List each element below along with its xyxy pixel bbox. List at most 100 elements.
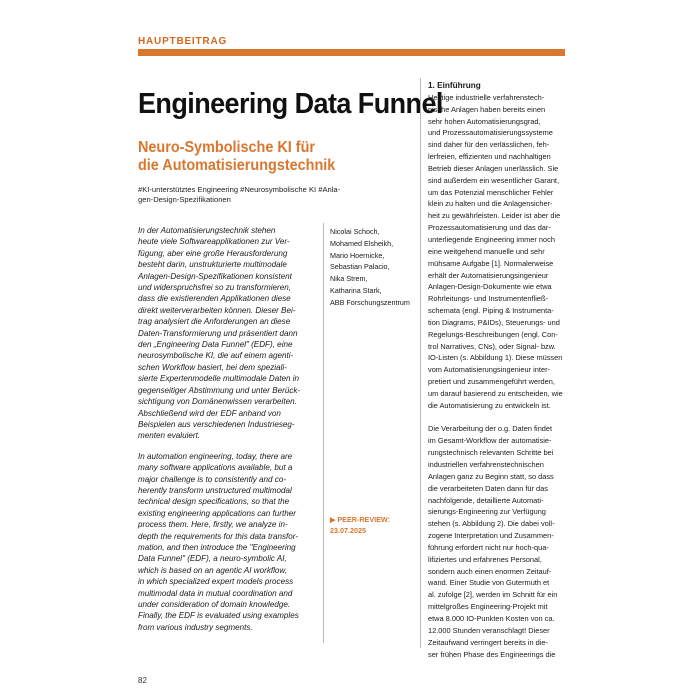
peer-review-label: PEER-REVIEW: — [337, 515, 390, 524]
body-column: 1. Einführung Heutige industrielle verfa… — [428, 80, 568, 660]
abstract-line: fügung, aber eine große Herausforderung — [138, 248, 288, 258]
body-line: etwa 8.000 IO-Punkten Kosten von ca. — [428, 613, 555, 623]
abstract-line: which is based on an agentic AI workflow… — [138, 565, 288, 575]
author-divider — [323, 223, 324, 643]
abstract-line: gegenseitiger Abstimmung und unter Berüc… — [138, 385, 301, 395]
abstract-line: In automation engineering, today, there … — [138, 451, 293, 461]
accent-bar — [138, 49, 565, 56]
abstract-line: Finally, the EDF is evaluated using exam… — [138, 611, 299, 621]
body-line: um das Potenzial menschlicher Fehler — [428, 187, 554, 197]
abstract-english: In automation engineering, today, there … — [138, 451, 318, 634]
body-line: Prozessautomatisierung und das dar- — [428, 223, 551, 233]
abstract-line: Data Funnel" (EDF), a neuro-symbolic AI, — [138, 554, 287, 564]
abstract-line: in which specialized expert models proce… — [138, 577, 294, 587]
abstract-line: depth the requirements for this data tra… — [138, 531, 299, 541]
abstract-line: mation, and then introduce the "Engineer… — [138, 542, 296, 552]
abstract-line: existing engineering applications can fu… — [138, 508, 296, 518]
body-line: mittelgroßes Engineering-Projekt mit — [428, 602, 548, 612]
body-line: industriellen verfahrenstechnischen — [428, 460, 544, 469]
play-triangle-icon: ▶ — [330, 517, 336, 524]
body-line: Die Verarbeitung der o.g. Daten findet — [428, 424, 553, 434]
body-line: 12.000 Stunden veranschlagt! Dieser — [428, 625, 550, 635]
body-line: Zeitaufwand verringert bereits in die- — [428, 637, 548, 647]
hashtag-line: #KI-unterstütztes Engineering #Neurosymb… — [138, 185, 341, 194]
section-heading: 1. Einführung — [428, 81, 481, 90]
body-line: sind daher für den verlässlichen, feh- — [428, 140, 550, 150]
peer-review-date: 23.07.2025 — [330, 526, 366, 535]
body-line: vom Automatisierungsingenieur inter- — [428, 365, 551, 375]
body-line: Heutige industrielle verfahrenstech- — [428, 92, 545, 102]
body-line: stehen (s. Abbildung 2). Die dabei voll- — [428, 519, 555, 529]
body-line: um darauf basierend zu entscheiden, wie — [428, 388, 563, 398]
body-line: und Prozessautomatisierungssysteme — [428, 128, 553, 138]
article-subtitle: Neuro-Symbolische KI für die Automatisie… — [138, 139, 389, 175]
abstract-line: trag analysiert die Anforderungen an die… — [138, 317, 291, 327]
abstract-line: menten evaluiert. — [138, 431, 201, 441]
body-line: sierungs-Engineering zur Verfügung — [428, 507, 546, 517]
body-line: sehr hohen Automatisierungsgrad, — [428, 116, 541, 126]
author-name: Nika Strem, — [330, 274, 368, 284]
abstract-line: schen Workflow basiert, bei dem speziali… — [138, 362, 287, 372]
body-line: wand. Einer Studie von Gutermuth et — [428, 578, 550, 588]
abstract-line: many software applications available, bu… — [138, 463, 293, 473]
article-title: Engineering Data Funnel — [138, 88, 443, 120]
author-name: Mario Hoernicke, — [330, 250, 385, 260]
body-line: ser frühen Phase des Engineerings die — [428, 649, 556, 659]
body-line: zogene Interpretation und Zusammen- — [428, 531, 554, 541]
body-line: führung erfordert nicht nur hoch-qua- — [428, 542, 549, 552]
body-line: Rohrleitungs- und Instrumentenfließ- — [428, 294, 548, 304]
abstract-line: process them. Here, firstly, we analyze … — [138, 520, 288, 530]
body-line: im Gesamt-Workflow der automatisie- — [428, 436, 552, 446]
body-line: Anlagen-Design-Dokumente wie etwa — [428, 282, 552, 292]
abstract-line: herently transform unstructured multimod… — [138, 485, 292, 495]
peer-review-note: ▶PEER-REVIEW: 23.07.2025 — [330, 515, 420, 536]
abstract-line: Abschließend wird der EDF anhand von — [138, 408, 281, 418]
body-line: trol Narratives, CNs), oder Signal- bzw. — [428, 341, 556, 351]
abstract-line: Beispielen aus verschiedenen Industriese… — [138, 419, 295, 429]
abstract-line: technical design specifications, so that… — [138, 497, 290, 507]
abstract-line: heute viele Softwareapplikationen zur Ve… — [138, 237, 290, 247]
body-line: unterliegende Engineering immer noch — [428, 234, 555, 244]
body-line: rungstechnisch relevanten Schritte bei — [428, 448, 554, 458]
hashtag-line: gen-Design-Spezifikationen — [138, 195, 231, 204]
body-line: pretiert und zusammengeführt werden, — [428, 377, 555, 387]
abstract-line: besteht darin, unstrukturierte multimoda… — [138, 260, 287, 270]
abstract-line: In der Automatisierungstechnik stehen — [138, 226, 276, 235]
author-name: Nicolai Schoch, — [330, 227, 380, 236]
abstract-line: sichtigung von Domänenwissen verarbeiten… — [138, 397, 297, 407]
body-line: lerfreien, effizienten und nachhaltigen — [428, 152, 551, 162]
body-line: eine weitgehend manuelle und sehr — [428, 246, 545, 256]
body-line: die verarbeiteten Daten dann für das — [428, 483, 548, 493]
body-line: erhält der Automatisierungsingenieur — [428, 270, 549, 280]
column-divider — [420, 78, 421, 648]
body-line: nische Anlagen haben bereits einen — [428, 104, 546, 114]
body-line: al. zufolge [2], werden im Schnitt für e… — [428, 590, 558, 600]
body-line: nachfolgende, detaillierte Automati- — [428, 495, 544, 505]
page-number: 82 — [138, 676, 147, 685]
abstract-line: sierte Expertenmodelle multimodale Daten… — [138, 374, 300, 384]
body-line: sind außerdem ein wesentlicher Garant, — [428, 175, 560, 185]
abstract-line: dass die existierenden Applikationen die… — [138, 294, 291, 304]
abstract-line: under consideration of domain knowledge. — [138, 600, 291, 609]
subtitle-line: die Automatisierungstechnik — [138, 157, 336, 174]
body-line: die Automatisierung zu entwickeln ist. — [428, 400, 551, 410]
abstract: In der Automatisierungstechnik stehen heu… — [138, 225, 318, 633]
author-name: Mohamed Elsheikh, — [330, 238, 394, 248]
body-line: Anlagen ganz zu Beginn statt, so dass — [428, 471, 554, 481]
body-line: schemata (engl. Piping & Instrumenta- — [428, 306, 554, 316]
abstract-line: den „Engineering Data Funnel" (EDF), ein… — [138, 340, 293, 350]
subtitle-line: Neuro-Symbolische KI für — [138, 139, 316, 156]
abstract-line: multimodal data in mutual coordination a… — [138, 588, 293, 598]
body-line: sondern auch einen enormen Zeitauf- — [428, 566, 552, 576]
body-line: Regelungs-Beschreibungen (engl. Con- — [428, 329, 558, 339]
abstract-german: In der Automatisierungstechnik stehen heu… — [138, 225, 318, 442]
author-list: Nicolai Schoch, Mohamed Elsheikh, Mario Ho… — [330, 226, 420, 309]
section-label: HAUPTBEITRAG — [138, 36, 228, 47]
author-name: Sebastian Palacio, — [330, 262, 390, 272]
abstract-line: direkt weiterverarbeiten können. Dieser … — [138, 305, 296, 315]
abstract-line: major challenge is to consistently and c… — [138, 474, 287, 484]
author-name: ABB Forschungszentrum — [330, 297, 410, 307]
body-line: klein zu halten und die Anlagensicher- — [428, 199, 553, 209]
abstract-line: Anlagen-Design-Spezifikationen konsisten… — [138, 271, 292, 281]
keyword-hashtags: #KI-unterstütztes Engineering #Neurosymb… — [138, 185, 418, 205]
